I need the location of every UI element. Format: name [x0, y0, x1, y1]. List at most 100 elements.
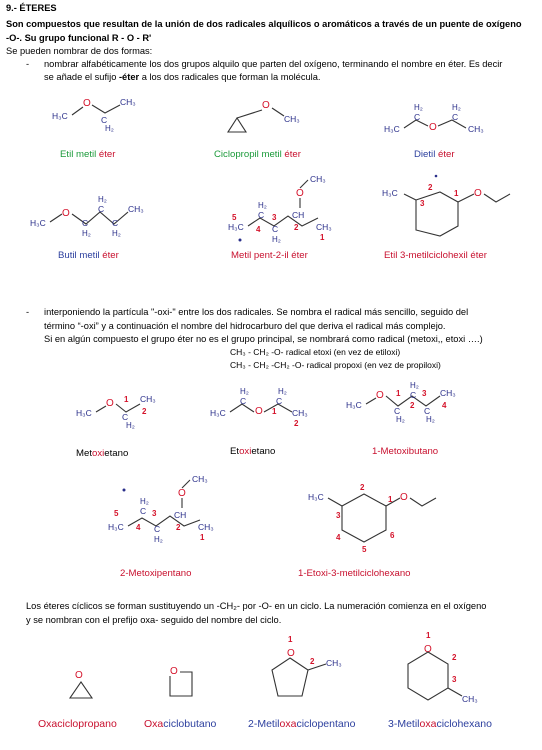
section-title: 9.- ÉTERES — [6, 3, 57, 13]
svg-text:1: 1 — [388, 495, 393, 504]
svg-text:3: 3 — [422, 389, 427, 398]
bullet-dash-1: - — [26, 59, 30, 69]
molecule-ciclopropil-metil-eter: O CH₃ — [226, 100, 300, 133]
svg-text:H₃C: H₃C — [210, 408, 226, 418]
svg-text:C: C — [240, 396, 246, 406]
svg-text:C: C — [414, 112, 420, 122]
svg-text:H₂: H₂ — [272, 235, 281, 244]
molecule-butil-metil-eter: H₃C O C H₂ H₂ C C H₂ CH₃ — [30, 195, 144, 238]
molecule-1-metoxibutano: H₃C O 1 C H₂ H₂ C 2 3 C H₂ CH₃ 4 — [346, 381, 456, 424]
svg-text:2: 2 — [410, 401, 415, 410]
svg-text:H₂: H₂ — [240, 387, 249, 396]
svg-text:6: 6 — [390, 531, 395, 540]
svg-text:C: C — [272, 224, 278, 234]
svg-text:H₃C: H₃C — [52, 111, 68, 121]
svg-text:1: 1 — [288, 635, 293, 644]
svg-text:4: 4 — [136, 523, 141, 532]
svg-text:C: C — [394, 406, 400, 416]
svg-text:H₃C: H₃C — [76, 408, 92, 418]
svg-text:H₃C: H₃C — [308, 492, 324, 502]
svg-text:5: 5 — [362, 545, 367, 554]
molecule-etoxietano: H₃C H₂ C O H₂ C 1 CH₃ 2 — [210, 387, 308, 428]
svg-text:O: O — [262, 100, 270, 111]
svg-text:CH₃: CH₃ — [440, 388, 456, 398]
svg-text:H₂: H₂ — [98, 195, 107, 204]
svg-text:2: 2 — [452, 653, 457, 662]
caption-butil-metil-eter: Butil metil éter — [58, 250, 119, 261]
svg-text:2: 2 — [310, 657, 315, 666]
caption-3-metiloxaciclohexano: 3-Metiloxaciclohexano — [388, 718, 492, 730]
molecule-oxaciclopropano: O — [68, 670, 94, 699]
svg-text:H₂: H₂ — [82, 229, 91, 238]
svg-text:4: 4 — [256, 225, 261, 234]
svg-text:CH₃: CH₃ — [326, 658, 342, 668]
svg-text:4: 4 — [336, 533, 341, 542]
svg-text:O: O — [178, 488, 186, 499]
svg-text:2: 2 — [428, 183, 433, 192]
caption-dietil-eter: Dietil éter — [414, 149, 455, 160]
svg-text:CH: CH — [174, 510, 186, 520]
svg-text:H₂: H₂ — [126, 421, 135, 430]
svg-text:O: O — [83, 98, 91, 109]
svg-text:C: C — [154, 524, 160, 534]
method1-line-2: se añade el sufijo -éter a los dos radic… — [44, 72, 321, 82]
svg-text:C: C — [410, 390, 416, 400]
svg-text:CH₃: CH₃ — [468, 124, 484, 134]
cyclic-line-1: Los éteres cíclicos se forman sustituyen… — [26, 601, 487, 611]
molecule-oxaciclobutano: O — [169, 666, 193, 697]
method2-line-1: interponiendo la partícula "-oxi-" entre… — [44, 307, 469, 317]
svg-text:1: 1 — [200, 533, 205, 542]
svg-text:CH₃: CH₃ — [192, 474, 208, 484]
caption-1-etoxi-3-metilciclohexano: 1-Etoxi-3-metilciclohexano — [298, 568, 411, 579]
svg-text:O: O — [255, 406, 263, 417]
svg-text:H₂: H₂ — [154, 535, 163, 544]
svg-text:2: 2 — [294, 419, 299, 428]
cyclic-line-2: y se nombran con el prefijo oxa- seguido… — [26, 615, 282, 625]
svg-text:C: C — [258, 210, 264, 220]
svg-text:H₂: H₂ — [112, 229, 121, 238]
svg-text:H₂: H₂ — [426, 415, 435, 424]
caption-metoxietano: Metoxietano — [76, 448, 129, 459]
svg-text:CH₃: CH₃ — [310, 174, 326, 184]
svg-text:H₃C: H₃C — [382, 188, 398, 198]
svg-text:CH₃: CH₃ — [198, 522, 214, 532]
method1-line-1: nombrar alfabéticamente los dos grupos a… — [44, 59, 503, 69]
svg-text:1: 1 — [124, 395, 129, 404]
caption-etoxietano: Etoxietano — [230, 446, 276, 457]
svg-text:H₃C: H₃C — [108, 522, 124, 532]
svg-text:C: C — [122, 412, 128, 422]
svg-text:1: 1 — [320, 233, 325, 242]
intro-line-1: Son compuestos que resultan de la unión … — [6, 19, 522, 29]
svg-text:C: C — [82, 218, 88, 228]
svg-text:H₃C: H₃C — [228, 222, 244, 232]
radical-propoxi-line: CH₃ - CH₂ -CH₂ -O- radical propoxi (en v… — [230, 360, 441, 370]
svg-text:3: 3 — [336, 511, 341, 520]
svg-text:2: 2 — [294, 223, 299, 232]
svg-text:H₂: H₂ — [414, 103, 423, 112]
svg-text:O: O — [376, 390, 384, 401]
svg-text:CH₃: CH₃ — [462, 694, 478, 704]
svg-text:O: O — [170, 666, 178, 677]
molecule-metoxietano: H₃C O 1 C H₂ 2 CH₃ — [76, 394, 156, 430]
svg-text:H₂: H₂ — [258, 201, 267, 210]
svg-text:O: O — [474, 188, 482, 199]
svg-text:H₃C: H₃C — [346, 400, 362, 410]
svg-text:O: O — [106, 398, 114, 409]
svg-text:C: C — [276, 396, 282, 406]
caption-2-metoxipentano: 2-Metoxipentano — [120, 568, 192, 579]
svg-text:C: C — [424, 406, 430, 416]
svg-text:CH₃: CH₃ — [316, 222, 332, 232]
svg-text:C: C — [112, 218, 118, 228]
method2-line-3: Si en algún compuesto el grupo éter no e… — [44, 334, 483, 344]
molecule-etil-metil-eter: H₃C O C H₂ CH₃ — [52, 97, 136, 133]
bullet-dash-2: - — [26, 307, 30, 317]
svg-text:1: 1 — [426, 631, 431, 640]
method2-line-2: término “-oxi” y a continuación el nombr… — [44, 321, 446, 331]
svg-text:C: C — [452, 112, 458, 122]
svg-text:CH₃: CH₃ — [292, 408, 308, 418]
caption-metil-pent-2-il-eter: Metil pent-2-il éter — [231, 250, 308, 261]
svg-text:H₂: H₂ — [396, 415, 405, 424]
svg-text:5: 5 — [232, 213, 237, 222]
svg-text:C: C — [140, 506, 146, 516]
svg-text:2: 2 — [142, 407, 147, 416]
